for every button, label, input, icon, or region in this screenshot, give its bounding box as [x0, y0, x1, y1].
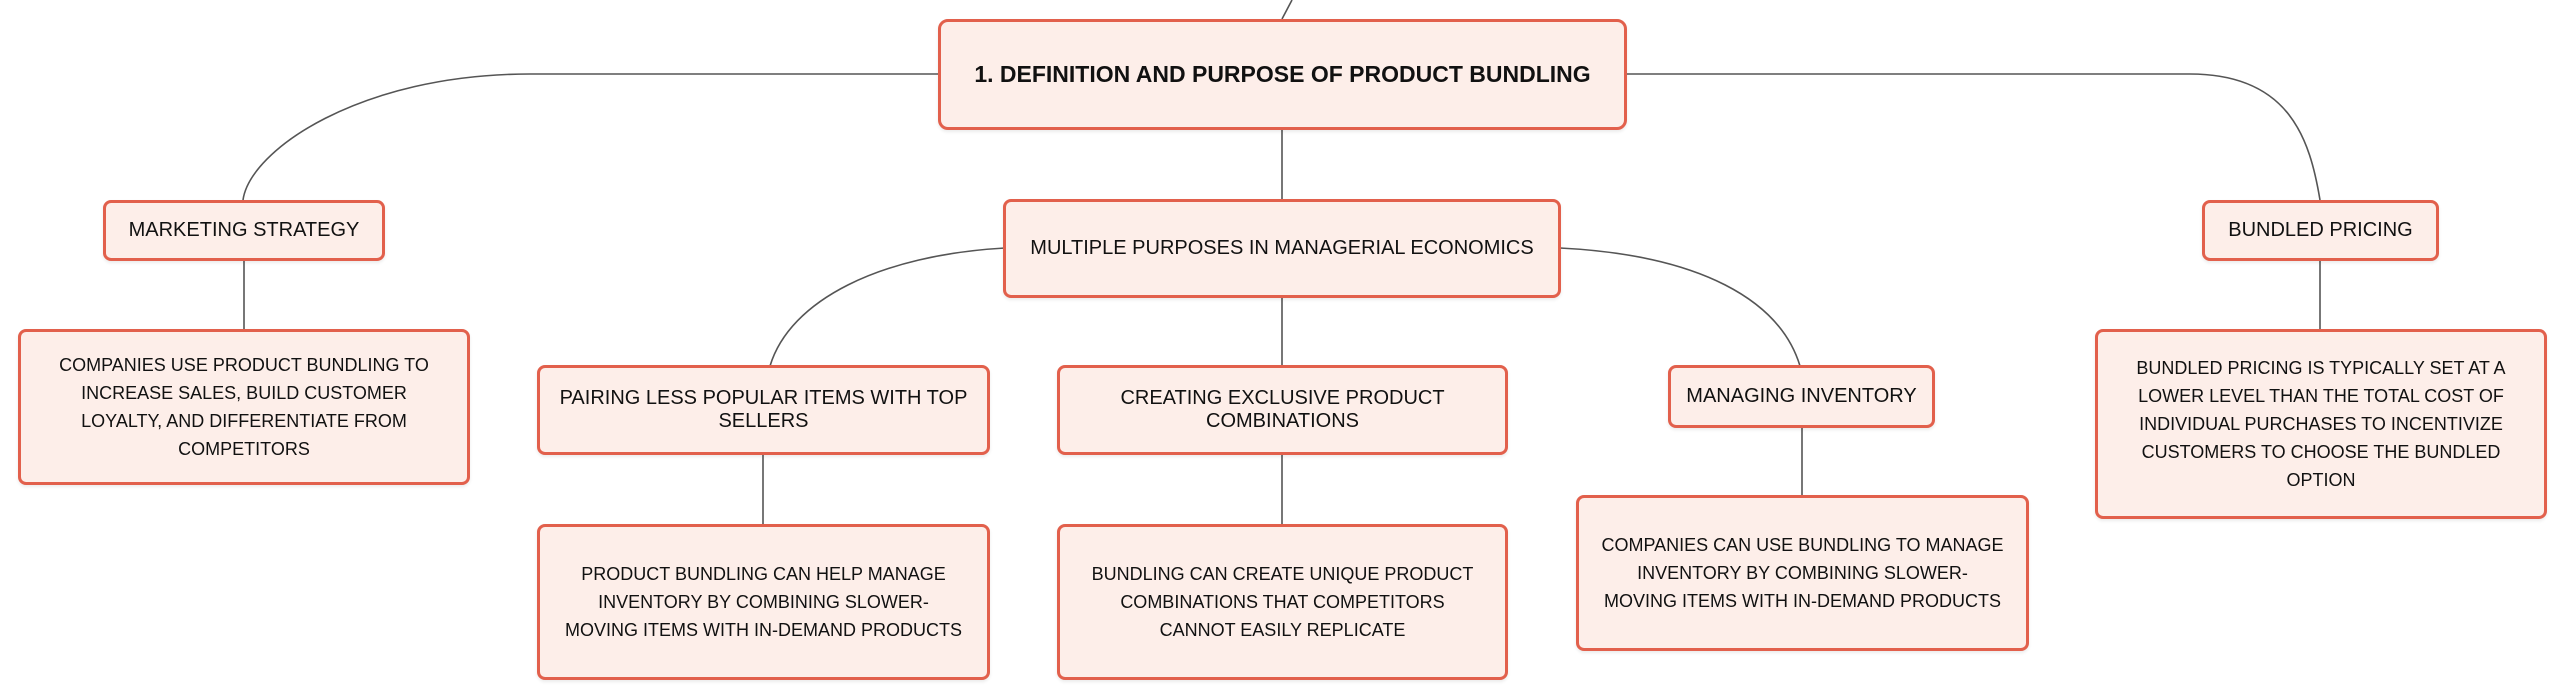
connector-root-to-parent	[1281, 0, 1293, 20]
root-node-label: 1. DEFINITION AND PURPOSE OF PRODUCT BUN…	[974, 61, 1591, 87]
marketing-strategy-detail-node[interactable]: COMPANIES USE PRODUCT BUNDLING TO INCREA…	[18, 329, 470, 485]
connector-purposes-to-inventory	[1559, 247, 1801, 367]
root-node[interactable]: 1. DEFINITION AND PURPOSE OF PRODUCT BUN…	[938, 19, 1627, 130]
managing-inventory-detail-text: COMPANIES CAN USE BUNDLING TO MANAGE INV…	[1601, 535, 2004, 611]
marketing-strategy-label: MARKETING STRATEGY	[128, 219, 360, 241]
exclusive-combinations-detail-text: BUNDLING CAN CREATE UNIQUE PRODUCT COMBI…	[1091, 564, 1474, 640]
bundled-pricing-node[interactable]: BUNDLED PRICING	[2202, 200, 2439, 261]
managing-inventory-detail-node[interactable]: COMPANIES CAN USE BUNDLING TO MANAGE INV…	[1576, 495, 2029, 651]
marketing-strategy-node[interactable]: MARKETING STRATEGY	[103, 200, 385, 261]
multiple-purposes-node[interactable]: MULTIPLE PURPOSES IN MANAGERIAL ECONOMIC…	[1003, 199, 1561, 298]
pairing-items-detail-node[interactable]: PRODUCT BUNDLING CAN HELP MANAGE INVENTO…	[537, 524, 990, 680]
multiple-purposes-label: MULTIPLE PURPOSES IN MANAGERIAL ECONOMIC…	[1030, 237, 1534, 259]
bundled-pricing-label: BUNDLED PRICING	[2228, 219, 2413, 241]
bundled-pricing-detail-node[interactable]: BUNDLED PRICING IS TYPICALLY SET AT A LO…	[2095, 329, 2547, 519]
connector-root-to-pricing	[1625, 73, 2321, 201]
marketing-strategy-detail-text: COMPANIES USE PRODUCT BUNDLING TO INCREA…	[59, 355, 429, 459]
connector-purposes-to-pairing	[769, 247, 1006, 367]
pairing-items-detail-text: PRODUCT BUNDLING CAN HELP MANAGE INVENTO…	[565, 564, 962, 640]
exclusive-combinations-detail-node[interactable]: BUNDLING CAN CREATE UNIQUE PRODUCT COMBI…	[1057, 524, 1508, 680]
pairing-items-label: PAIRING LESS POPULAR ITEMS WITH TOP SELL…	[559, 387, 968, 432]
exclusive-combinations-node[interactable]: CREATING EXCLUSIVE PRODUCT COMBINATIONS	[1057, 365, 1508, 455]
managing-inventory-node[interactable]: MANAGING INVENTORY	[1668, 365, 1935, 428]
managing-inventory-label: MANAGING INVENTORY	[1686, 385, 1917, 407]
pairing-items-node[interactable]: PAIRING LESS POPULAR ITEMS WITH TOP SELL…	[537, 365, 990, 455]
exclusive-combinations-label: CREATING EXCLUSIVE PRODUCT COMBINATIONS	[1120, 387, 1445, 432]
connector-root-to-marketing	[242, 73, 940, 201]
bundled-pricing-detail-text: BUNDLED PRICING IS TYPICALLY SET AT A LO…	[2136, 358, 2506, 490]
